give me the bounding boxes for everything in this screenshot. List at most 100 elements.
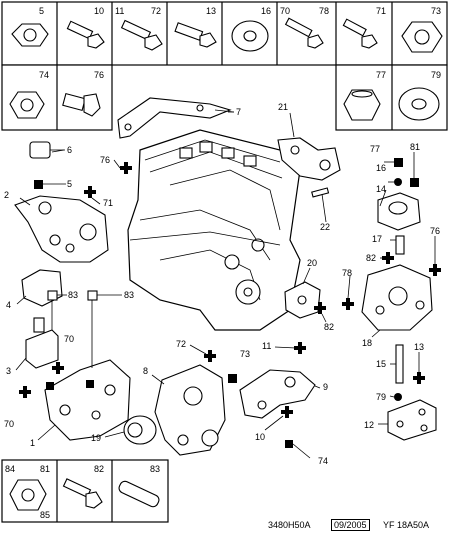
callout-73: 73 (240, 349, 250, 359)
flat-washer-icon (398, 87, 440, 121)
cross-marker-78 (342, 298, 354, 310)
part-6-bushing (29, 141, 65, 159)
callout-5: 5 (67, 179, 72, 189)
callout-78: 78 (342, 268, 352, 278)
cross-marker-76-right (429, 264, 441, 276)
engine-block (127, 129, 301, 331)
callout-21: 21 (278, 102, 288, 112)
part-21-mount (277, 112, 341, 181)
callout-72: 72 (176, 339, 186, 349)
part-17-sleeve (395, 235, 405, 255)
callout-79: 79 (376, 392, 386, 402)
callout-70-top: 70 (64, 334, 74, 344)
hw-label-84: 84 (5, 464, 15, 474)
nylon-nut-icon (343, 89, 381, 121)
hw-label-72: 72 (151, 6, 161, 16)
callout-1: 1 (30, 438, 35, 448)
part-9-bracket (239, 369, 316, 419)
bolt-small-icon (284, 17, 324, 49)
cross-marker-71 (84, 186, 96, 198)
hardware-table-left: 74 76 (1, 64, 113, 131)
part-2-mount-bracket (14, 195, 109, 263)
callout-74: 74 (318, 456, 328, 466)
callout-7: 7 (236, 107, 241, 117)
hw-label-81: 81 (40, 464, 50, 474)
footer-ref: 3480H50A (268, 520, 311, 530)
part-12-plate (387, 399, 437, 441)
cross-marker-10 (281, 406, 293, 418)
hw-label-74: 74 (39, 70, 49, 80)
cross-marker-82-left (314, 302, 326, 314)
callout-3: 3 (6, 366, 11, 376)
long-bolt-icon (174, 22, 217, 48)
hardware-table-bottom: 84 81 85 82 83 (1, 459, 169, 523)
hw-label-13: 13 (206, 6, 216, 16)
footer-code: YF 18A50A (383, 520, 430, 530)
cross-marker-13 (413, 372, 425, 384)
part-19-bush (123, 415, 157, 445)
hardware-table-right: 77 79 (335, 64, 448, 131)
callout-14: 14 (376, 184, 386, 194)
callout-77: 77 (370, 144, 380, 154)
part-4-damper (21, 269, 63, 307)
fastener-70-marker-b (86, 380, 94, 388)
hw-label-85: 85 (40, 510, 50, 520)
hw-label-11: 11 (115, 6, 124, 16)
footer-date: 09/2005 (331, 519, 370, 531)
callout-labels: 7 21 6 76 2 5 71 4 83 83 3 70 70 1 19 8 … (4, 102, 440, 466)
fastener-70-marker-a (46, 382, 54, 390)
part-14-mount (377, 192, 421, 231)
short-bolt-icon (62, 92, 101, 117)
hw-label-82: 82 (94, 464, 104, 474)
callout-82-left: 82 (324, 322, 334, 332)
hw-label-71: 71 (376, 6, 386, 16)
callout-11: 11 (262, 341, 271, 351)
fastener-5-marker (34, 180, 43, 189)
callout-10: 10 (255, 432, 265, 442)
cross-marker-11 (294, 342, 306, 354)
part-3-engine-mount (25, 317, 59, 369)
callout-4: 4 (6, 300, 11, 310)
hw-label-78: 78 (319, 6, 329, 16)
fastener-83-right-marker (87, 290, 98, 301)
callout-83-right: 83 (124, 290, 134, 300)
hw-label-76: 76 (94, 70, 104, 80)
callout-6: 6 (67, 145, 72, 155)
fastener-74-marker (285, 440, 293, 448)
hw-label-77: 77 (376, 70, 386, 80)
callout-22: 22 (320, 222, 330, 232)
hw-label-70: 70 (280, 6, 290, 16)
callout-19: 19 (91, 433, 101, 443)
part-7-bracket (117, 97, 235, 139)
callout-13: 13 (414, 342, 424, 352)
hex-bolt-icon (120, 19, 163, 51)
stud-icon (342, 18, 378, 49)
part-8-gearbox-mount (154, 364, 226, 456)
callout-8: 8 (143, 366, 148, 376)
callout-12: 12 (364, 420, 374, 430)
part-22-pin (311, 187, 330, 223)
hw-label-73: 73 (431, 6, 441, 16)
callout-81: 81 (410, 142, 420, 152)
cross-marker-72 (204, 350, 216, 362)
callout-2: 2 (4, 190, 9, 200)
hardware-table-top: 5 10 11 72 13 16 70 78 71 73 (1, 1, 448, 66)
nut-icon (9, 91, 45, 119)
callout-82-right: 82 (366, 253, 376, 263)
fastener-73-marker (228, 374, 237, 383)
callout-18: 18 (362, 338, 372, 348)
callout-76: 76 (100, 155, 110, 165)
callout-70-left: 70 (4, 419, 14, 429)
hw-label-79: 79 (431, 70, 441, 80)
washer-icon (231, 20, 269, 52)
hw-label-83: 83 (150, 464, 160, 474)
part-15-stud (395, 344, 404, 384)
cross-marker-76-left (120, 162, 132, 174)
hw-label-16: 16 (261, 6, 271, 16)
cross-marker-82-right (382, 252, 394, 264)
flange-nut-icon (11, 23, 49, 47)
large-nut-icon (401, 21, 443, 53)
fastener-83-left-marker (47, 290, 58, 301)
part-18-mount (361, 264, 433, 331)
fastener-77-marker (394, 158, 403, 167)
